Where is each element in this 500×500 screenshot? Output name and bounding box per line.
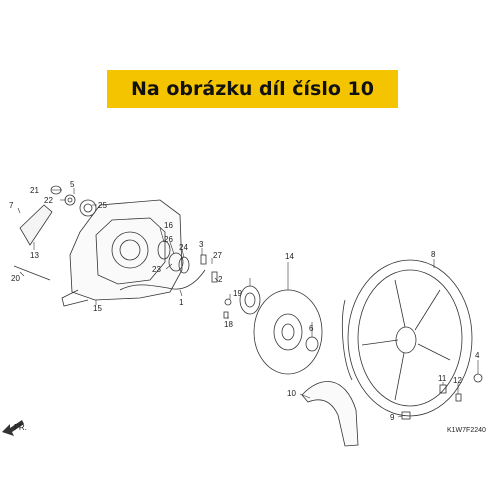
banner-title: Na obrázku díl číslo 10 [131,78,374,100]
part-label-22: 22 [44,196,53,205]
swing-arm-part [61,199,183,307]
part-label-26: 26 [164,235,173,244]
part-label-7: 7 [9,201,14,210]
mud-guard-part [301,381,359,447]
part-label-23: 23 [152,265,161,274]
part-label-25: 25 [98,201,107,210]
part-label-8: 8 [431,250,436,259]
front-direction-label: FR. [14,423,27,432]
info-banner: Na obrázku díl číslo 10 [107,70,398,108]
part-label-2: 2 [218,275,223,284]
sensor-parts [200,254,232,319]
part-label-6: 6 [309,324,314,333]
valve-parts [439,373,483,402]
part-label-18: 18 [224,320,233,329]
part-label-1: 1 [179,298,184,307]
part-label-19: 19 [233,289,242,298]
collar-part [305,336,319,352]
part-label-24: 24 [179,243,188,252]
small-parts-top [50,185,97,217]
part-label-11: 11 [438,374,447,383]
part-label-5: 5 [70,180,75,189]
bolt-part [13,265,51,281]
wheel-part [342,259,473,417]
bracket-part [19,204,53,246]
clip-part [401,411,411,420]
part-label-4: 4 [475,351,480,360]
front-direction-arrow-icon [2,420,24,436]
part-label-9: 9 [390,413,395,422]
part-label-10: 10 [287,389,296,398]
part-label-21: 21 [30,186,39,195]
part-label-16: 16 [164,221,173,230]
sensor-cable-part [119,269,206,291]
part-label-13: 13 [30,251,39,260]
part-label-20: 20 [11,274,20,283]
diagram-code: K1W7F2240 [447,427,486,434]
disc-hub-part [239,285,261,315]
part-label-12: 12 [453,376,462,385]
part-label-15: 15 [93,304,102,313]
part-label-3: 3 [199,240,204,249]
part-label-14: 14 [285,252,294,261]
part-label-27: 27 [213,251,222,260]
